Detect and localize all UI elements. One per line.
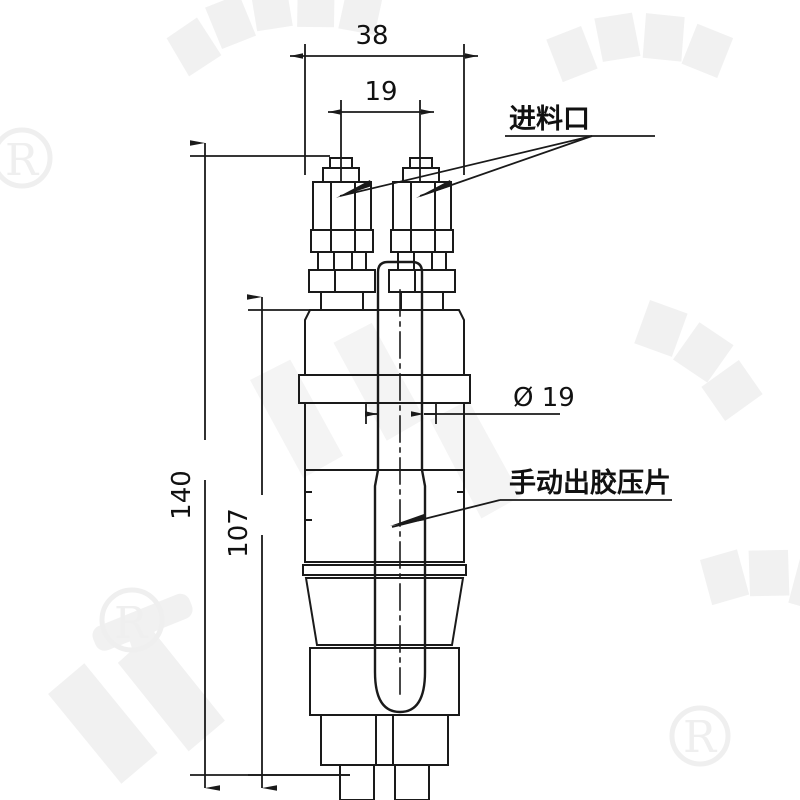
svg-text:R: R	[5, 135, 40, 186]
dimension-height-107	[247, 294, 350, 791]
main-body-upper	[298, 309, 471, 471]
annotation-feed-inlet: 进料口	[509, 104, 590, 135]
dimension-diameter-19	[365, 404, 560, 424]
dimension-height-140	[190, 140, 350, 791]
dimension-spacing-19	[328, 100, 434, 182]
registered-mark-icon	[0, 127, 731, 767]
manual-press-lever	[373, 260, 427, 714]
dimension-label-width: 38	[355, 21, 388, 51]
dimension-width-38	[290, 44, 478, 175]
dimension-label-height: 140	[167, 470, 197, 520]
dimension-label-diameter: Ø 19	[513, 383, 575, 413]
bottom-blocks	[309, 647, 460, 800]
svg-text:R: R	[683, 712, 718, 763]
lower-tapered-body	[302, 564, 467, 646]
leader-manual-press	[391, 499, 672, 528]
dimension-label-spacing: 19	[364, 77, 397, 107]
main-body-middle	[304, 469, 465, 563]
leader-feed-inlet	[339, 135, 655, 197]
dimension-label-body-height: 107	[224, 508, 254, 558]
left-head-assembly	[308, 157, 376, 311]
annotation-manual-press: 手动出胶压片	[509, 467, 671, 499]
svg-text:R: R	[114, 598, 149, 649]
